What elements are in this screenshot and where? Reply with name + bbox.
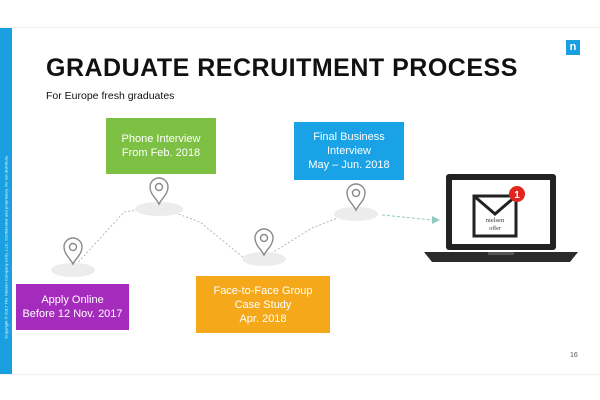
slide-title: GRADUATE RECRUITMENT PROCESS [46, 54, 518, 82]
step-phone-interview: Phone Interview From Feb. 2018 [106, 118, 216, 174]
step-face-to-face: Face-to-Face Group Case Study Apr. 2018 [196, 276, 330, 333]
pin-shadow [242, 252, 286, 266]
step-label: Face-to-Face Group [213, 284, 313, 297]
step-date: May – Jun. 2018 [308, 159, 390, 171]
step-final-interview: Final Business Interview May – Jun. 2018 [294, 122, 404, 180]
page-number: 16 [570, 352, 578, 359]
slide-subtitle: For Europe fresh graduates [46, 90, 175, 102]
pin-shadow [135, 202, 183, 216]
notification-badge: 1 [509, 186, 525, 202]
location-pin-icon [149, 177, 169, 206]
step-label: Final Business [313, 131, 385, 143]
step-date: From Feb. 2018 [121, 147, 201, 159]
location-pin-icon [346, 183, 366, 212]
step-label: Phone Interview [121, 133, 201, 145]
pin-shadow [334, 207, 378, 221]
side-strip [0, 28, 12, 374]
arrow-to-laptop [381, 214, 433, 221]
envelope-text-top: nielsen [486, 217, 505, 224]
step-label-line2: Interview [326, 145, 372, 157]
process-path [72, 206, 362, 269]
location-pin-icon [63, 237, 83, 266]
arrowhead [432, 216, 440, 224]
envelope-icon: nielsen offer [472, 194, 518, 238]
envelope-text-bottom: offer [489, 225, 501, 232]
badge-count: 1 [514, 190, 520, 201]
step-date: Before 12 Nov. 2017 [22, 308, 123, 320]
location-pin-icon [254, 228, 274, 257]
step-label-line2: Case Study [234, 298, 292, 311]
nielsen-logo: n [566, 40, 580, 55]
step-label: Apply Online [41, 294, 104, 306]
step-apply-online: Apply Online Before 12 Nov. 2017 [16, 284, 129, 330]
step-date: Apr. 2018 [239, 312, 287, 325]
pin-shadow [51, 263, 95, 277]
